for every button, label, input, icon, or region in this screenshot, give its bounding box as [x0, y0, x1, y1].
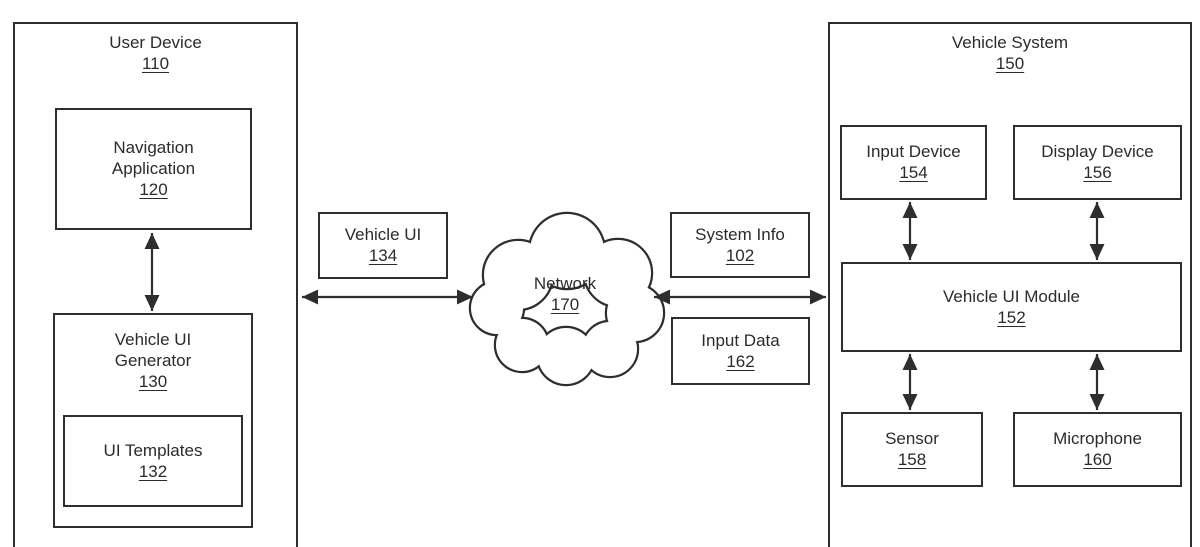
system-info-box: System Info 102 [670, 212, 810, 278]
ui-templates-box: UI Templates 132 [63, 415, 243, 507]
display-device-ref: 156 [1083, 163, 1112, 182]
vehicle-system-label: Vehicle System [951, 33, 1069, 52]
user-device-ref: 110 [141, 54, 170, 73]
sensor-box: Sensor 158 [841, 412, 983, 487]
microphone-label: Microphone [1053, 429, 1142, 448]
user-device-label: User Device [109, 33, 202, 52]
network-ref: 170 [550, 295, 580, 314]
input-data-box: Input Data 162 [671, 317, 810, 385]
vehicle-ui-label: Vehicle UI [344, 225, 422, 244]
vehicle-ui-box: Vehicle UI 134 [318, 212, 448, 279]
network-label: Network [533, 274, 597, 293]
system-info-label: System Info [695, 224, 785, 244]
navigation-application-box: Navigation Application 120 [55, 108, 252, 230]
input-data-ref: 162 [726, 351, 755, 371]
input-data-label: Input Data [701, 330, 780, 350]
navigation-application-ref: 120 [139, 180, 168, 199]
input-device-ref: 154 [899, 163, 928, 182]
network-title: Network 170 [490, 273, 640, 316]
vehicle-ui-ref: 134 [368, 246, 398, 265]
ui-templates-ref: 132 [138, 461, 168, 481]
microphone-box: Microphone 160 [1013, 412, 1182, 487]
input-device-label: Input Device [866, 142, 961, 161]
vehicle-ui-module-box: Vehicle UI Module 152 [841, 262, 1182, 352]
sensor-ref: 158 [897, 450, 927, 469]
vehicle-system-ref: 150 [995, 54, 1025, 73]
vehicle-ui-generator-label: Vehicle UI Generator [114, 330, 192, 370]
vehicle-system-title: Vehicle System 150 [830, 32, 1190, 75]
navigation-application-label: Navigation Application [111, 138, 196, 178]
user-device-title: User Device 110 [15, 32, 296, 75]
display-device-label: Display Device [1041, 142, 1154, 161]
system-info-ref: 102 [725, 245, 755, 265]
sensor-label: Sensor [885, 429, 939, 448]
input-device-box: Input Device 154 [840, 125, 987, 200]
vehicle-ui-module-label: Vehicle UI Module [942, 286, 1081, 306]
vehicle-ui-generator-ref: 130 [138, 372, 168, 391]
microphone-ref: 160 [1083, 450, 1112, 469]
vehicle-system-frame: Vehicle System 150 [828, 22, 1192, 547]
user-device-frame: User Device 110 [13, 22, 298, 547]
ui-templates-label: UI Templates [103, 440, 203, 460]
vehicle-ui-module-ref: 152 [997, 307, 1026, 327]
display-device-box: Display Device 156 [1013, 125, 1182, 200]
